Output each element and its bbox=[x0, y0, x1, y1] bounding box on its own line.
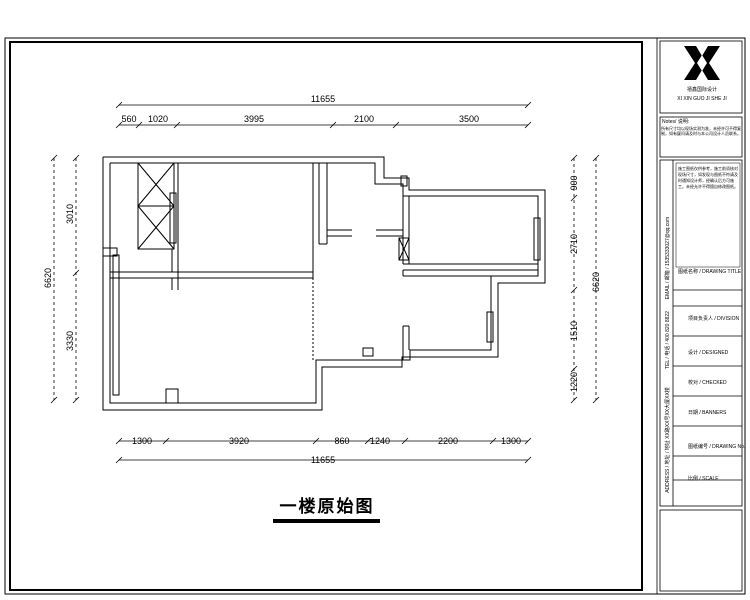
company-name-cn: 禧鑫国际设计 bbox=[687, 86, 717, 93]
left-dimension-2: 3330 bbox=[65, 331, 75, 351]
top-total-dimension: 11655 bbox=[311, 94, 335, 104]
top-total-tick bbox=[524, 101, 532, 109]
right-total-tick bbox=[592, 154, 600, 162]
company-logo bbox=[684, 46, 720, 80]
top-dimension-2: 1020 bbox=[148, 114, 168, 124]
top-dimensions bbox=[115, 101, 532, 129]
left-dim-tick bbox=[72, 154, 80, 162]
row-scale: 比例 / SCALE bbox=[688, 475, 719, 482]
top-dimension-4: 2100 bbox=[354, 114, 374, 124]
left-dimensions bbox=[50, 154, 80, 404]
bottom-dimension-1: 1300 bbox=[132, 436, 152, 446]
stamp-area bbox=[675, 162, 741, 268]
left-dimension-1: 3010 bbox=[65, 204, 75, 224]
row-checked: 校对 / CHECKED bbox=[688, 379, 727, 386]
bottom-dim-tick bbox=[489, 437, 497, 445]
row-drawing-no: 图纸编号 / DRAWING No. bbox=[688, 443, 745, 450]
bottom-dimensions bbox=[115, 437, 532, 464]
row-banners: 日期 / BANNERS bbox=[688, 410, 727, 416]
bottom-total-dimension: 11655 bbox=[311, 455, 335, 465]
row-division: 项目负责人 / DIVISION bbox=[688, 315, 740, 322]
bottom-dimension-5: 2200 bbox=[438, 436, 458, 446]
top-dim-tick bbox=[115, 121, 123, 129]
bottom-dimension-3: 860 bbox=[334, 436, 349, 446]
right-dim-tick bbox=[570, 396, 578, 404]
bottom-dim-tick bbox=[524, 437, 532, 445]
left-dim-tick bbox=[72, 269, 80, 277]
top-dimension-5: 3500 bbox=[459, 114, 479, 124]
notes-text: 所有尺寸均以现场实测为准，未经许可不得复制，如有疑问请及时与本公司设计人员联系。 bbox=[661, 126, 741, 136]
drawing-title: 一楼原始图 bbox=[280, 496, 375, 516]
left-total-tick bbox=[50, 154, 58, 162]
top-dimension-1: 560 bbox=[121, 114, 136, 124]
notes-title: Notes/ 说明: bbox=[662, 118, 689, 125]
right-total-tick bbox=[592, 396, 600, 404]
top-dim-tick bbox=[173, 121, 181, 129]
outer-wall bbox=[102, 156, 546, 411]
bottom-dimension-4: 1240 bbox=[370, 436, 390, 446]
right-dimension-3: 1510 bbox=[569, 321, 579, 341]
title-block bbox=[656, 37, 746, 595]
right-dimension-2: 2710 bbox=[569, 234, 579, 254]
sheet-inner-border bbox=[9, 41, 643, 591]
left-total-dimension: 6620 bbox=[43, 268, 53, 288]
top-dim-tick bbox=[135, 121, 143, 129]
floor-plan bbox=[102, 156, 546, 411]
right-dim-tick bbox=[570, 286, 578, 294]
bottom-total-tick bbox=[524, 456, 532, 464]
right-dim-tick bbox=[570, 154, 578, 162]
right-dimensions bbox=[570, 154, 600, 404]
company-name-en: XI XIN GUO JI SHE JI bbox=[677, 96, 726, 102]
top-dim-tick bbox=[524, 121, 532, 129]
bottom-total-tick bbox=[115, 456, 123, 464]
top-dim-tick bbox=[392, 121, 400, 129]
top-dim-tick bbox=[329, 121, 337, 129]
contact-email: EMAIL / 邮箱 / 1535333027@qq.com bbox=[664, 217, 671, 299]
contact-tel: TEL / 电话 / 400 820 8822 bbox=[664, 311, 671, 369]
right-dim-tick bbox=[570, 365, 578, 373]
right-total-dimension: 6620 bbox=[591, 272, 601, 292]
top-total-tick bbox=[115, 101, 123, 109]
bottom-dim-tick bbox=[364, 437, 372, 445]
bottom-dimension-2: 3920 bbox=[229, 436, 249, 446]
drawing-title-underline bbox=[273, 519, 380, 523]
right-dim-tick bbox=[570, 194, 578, 202]
left-total-tick bbox=[50, 396, 58, 404]
stamp-text: 施工图纸仅供参考，施工前须核对现场尺寸，如发现与图纸不符请及时通知设计师，经确认… bbox=[678, 166, 738, 189]
bottom-dim-tick bbox=[312, 437, 320, 445]
right-dimension-4: 1220 bbox=[569, 372, 579, 392]
bottom-dim-tick bbox=[115, 437, 123, 445]
sheet-outer-border bbox=[4, 37, 746, 595]
row-drawing-title: 图纸名称 / DRAWING TITLE bbox=[678, 268, 742, 275]
top-dimension-3: 3995 bbox=[244, 114, 264, 124]
bottom-dimension-6: 1300 bbox=[501, 436, 521, 446]
right-dimension-1: 900 bbox=[569, 175, 579, 190]
bottom-dim-tick bbox=[162, 437, 170, 445]
left-dim-tick bbox=[72, 396, 80, 404]
bottom-dim-tick bbox=[401, 437, 409, 445]
contact-address: ADDRESS / 地址 / 地址 XX路XX号XX大厦XX楼 bbox=[664, 387, 671, 493]
row-designed: 设计 / DESIGNED bbox=[688, 349, 729, 356]
